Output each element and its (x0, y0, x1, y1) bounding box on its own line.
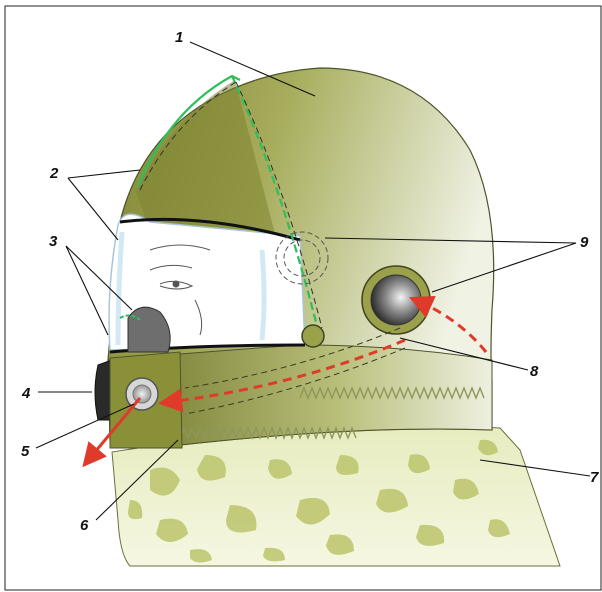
callout-9: 9 (580, 234, 589, 251)
callout-6: 6 (80, 517, 89, 534)
callout-4: 4 (21, 385, 31, 402)
callout-8: 8 (530, 363, 539, 380)
callout-5: 5 (21, 443, 30, 460)
callout-3: 3 (49, 233, 58, 250)
callout-7: 7 (590, 469, 599, 486)
speaker-icon (362, 266, 430, 334)
callout-1: 1 (175, 29, 183, 46)
callout-2: 2 (49, 165, 59, 182)
visor-pivot (302, 325, 324, 347)
